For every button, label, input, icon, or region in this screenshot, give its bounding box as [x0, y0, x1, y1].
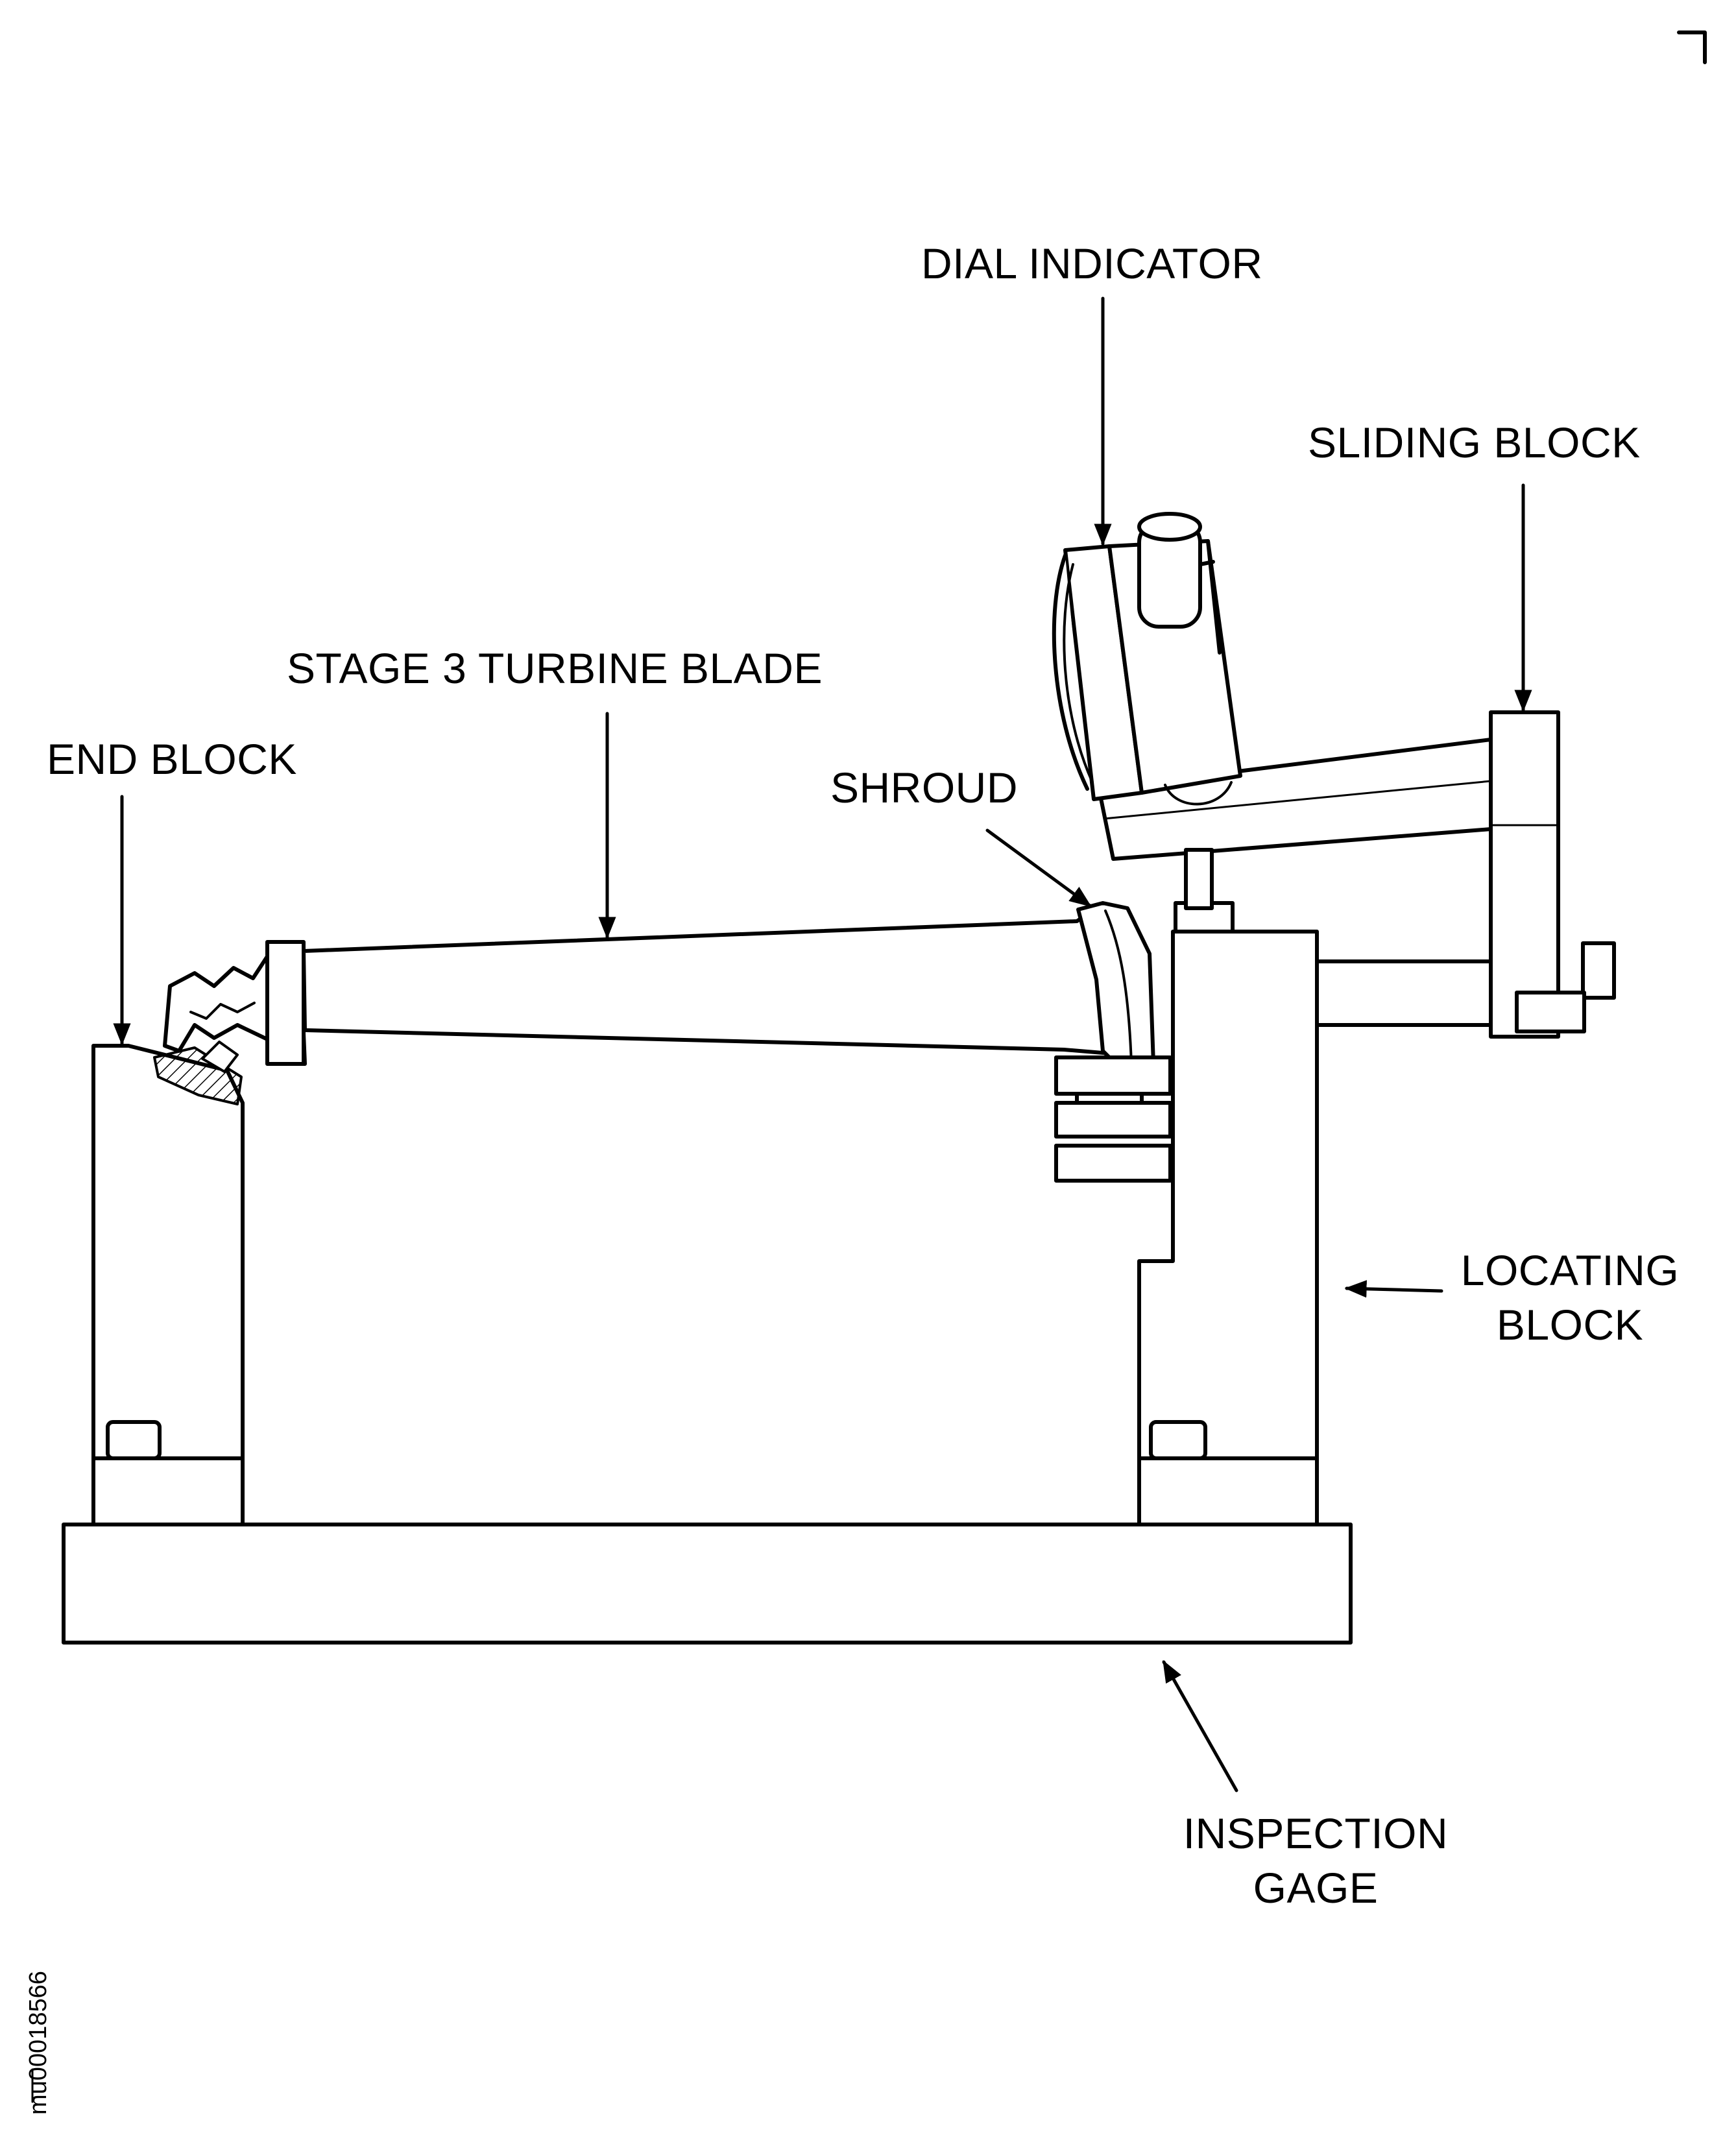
- label-locating-line2: BLOCK: [1496, 1301, 1644, 1349]
- label-inspection-line1: INSPECTION: [1183, 1809, 1449, 1857]
- sliding-block: [1489, 710, 1560, 1039]
- leader-locating-block: [1344, 1280, 1443, 1298]
- leader-shroud: [985, 828, 1092, 908]
- end-block-bolt: [106, 1420, 162, 1460]
- indicator-spindle: [1184, 848, 1214, 910]
- locating-block: [1137, 930, 1319, 1526]
- dial-indicator-face: [1052, 553, 1089, 791]
- leader-inspection-gage: [1162, 1660, 1238, 1792]
- spacer-2: [1054, 1101, 1172, 1139]
- label-stage3-blade: STAGE 3 TURBINE BLADE: [287, 644, 823, 692]
- corner-mark-top-right: [1677, 30, 1707, 64]
- spacer-1: [1054, 1055, 1172, 1096]
- end-block-hatch: [153, 1046, 243, 1105]
- label-locating-block: LOCATING BLOCK: [1447, 1243, 1693, 1352]
- lower-rod: [1315, 959, 1520, 1027]
- label-sliding-block: SLIDING BLOCK: [1308, 418, 1641, 466]
- label-end-block: END BLOCK: [47, 735, 297, 783]
- locating-block-bolt: [1149, 1420, 1207, 1460]
- rod-end-cap: [1581, 941, 1616, 1000]
- label-inspection-gage: INSPECTION GAGE: [1173, 1806, 1458, 1915]
- label-locating-line1: LOCATING: [1460, 1246, 1680, 1294]
- label-shroud: SHROUD: [830, 764, 1019, 812]
- turbine-blade: [302, 906, 1113, 1055]
- label-dial-indicator: DIAL INDICATOR: [921, 239, 1263, 287]
- spacer-3: [1054, 1144, 1172, 1183]
- root-platform: [265, 940, 306, 1066]
- figure-id: mu00018566: [25, 1971, 52, 2115]
- root-pin: [201, 1041, 239, 1073]
- inspection-gage-base: [62, 1523, 1353, 1645]
- label-inspection-line2: GAGE: [1253, 1864, 1379, 1912]
